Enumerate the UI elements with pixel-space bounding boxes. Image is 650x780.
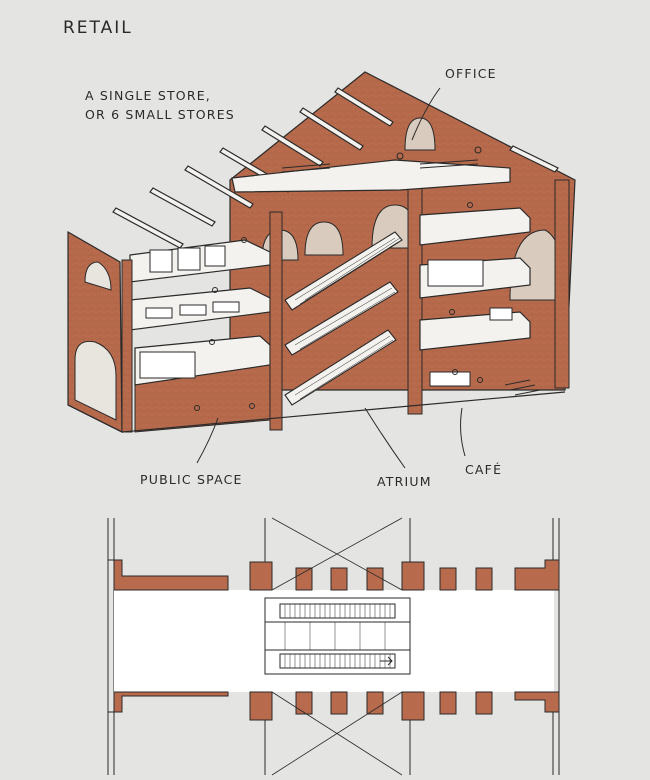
roof-beam-7 <box>334 87 394 127</box>
plan-bottom-wall-left <box>108 691 229 713</box>
roof-beam-3 <box>184 165 254 209</box>
plan-escalator-mid-divisions <box>284 622 386 650</box>
office-table-1 <box>281 163 331 173</box>
roof-beam-1 <box>112 207 184 249</box>
page-title: RETAIL <box>63 18 133 38</box>
cafe-label: CAFÉ <box>465 462 503 477</box>
plan-top-wall-left <box>108 559 229 591</box>
plan-top-diagonal-2 <box>271 517 403 591</box>
atrium-leader <box>364 407 406 469</box>
escalator-steps-1 <box>294 237 401 305</box>
plan-bottom-pier-4 <box>366 691 384 715</box>
display-box-1 <box>149 249 173 273</box>
escalator-1 <box>284 231 403 311</box>
plan-bottom-pier-6 <box>439 691 457 715</box>
plan-escalator-arrow <box>380 656 393 666</box>
roof-beam-6 <box>299 107 364 151</box>
office-person-1 <box>396 152 404 160</box>
person-cafe-1 <box>452 369 458 375</box>
person-right-1 <box>467 202 473 208</box>
plan-bottom-pier-2 <box>295 691 313 715</box>
display-counter <box>139 351 196 379</box>
person-left-1 <box>241 237 247 243</box>
plan-escalator-bottom-run <box>279 653 396 669</box>
escalator-steps-2 <box>294 287 396 350</box>
plan-escalator-middle <box>264 621 411 651</box>
escalator-steps-3 <box>294 335 394 400</box>
left-wall-window <box>84 261 112 291</box>
public-space-label: PUBLIC SPACE <box>140 472 243 487</box>
plan-bottom-wall-right <box>514 691 560 713</box>
plan-top-pier-1 <box>249 561 273 591</box>
back-arch-2 <box>304 221 344 256</box>
office-leader <box>411 87 441 141</box>
display-table-3 <box>212 301 240 313</box>
right-pier-2 <box>554 179 570 389</box>
back-arch-4 <box>404 117 436 151</box>
display-box-3 <box>204 245 226 267</box>
person-left-3 <box>209 339 215 345</box>
plan-top-pier-6 <box>439 567 457 591</box>
single-store-note-line1: A SINGLE STORE, <box>85 88 211 103</box>
person-left-2 <box>212 287 218 293</box>
plan-top-pier-3 <box>330 567 348 591</box>
display-table-1 <box>145 307 173 319</box>
single-store-note-line2: OR 6 SMALL STORES <box>85 107 235 122</box>
person-ground-1 <box>194 405 200 411</box>
plan-bottom-pier-7 <box>475 691 493 715</box>
plan-escalator-top-run <box>279 603 396 619</box>
public-space-leader <box>196 417 219 464</box>
office-floor <box>231 159 511 193</box>
left-wall-door <box>74 340 117 421</box>
single-store-note: A SINGLE STORE, OR 6 SMALL STORES <box>85 86 235 124</box>
right-display-1 <box>427 259 484 287</box>
office-label: OFFICE <box>445 66 497 81</box>
escalator-3 <box>284 329 397 406</box>
plan-escalator-steps-top <box>284 604 391 618</box>
escalator-2 <box>284 281 399 356</box>
roof-beam-5 <box>261 125 324 167</box>
plan-top-pier-5 <box>401 561 425 591</box>
ground-line <box>67 391 566 433</box>
office-person-2 <box>474 146 482 154</box>
cafe-leader <box>460 407 466 457</box>
atrium-label: ATRIUM <box>377 474 432 489</box>
plan-top-pier-7 <box>475 567 493 591</box>
cafe-stairs <box>504 379 541 396</box>
axonometric-section-drawing <box>67 71 576 469</box>
display-table-2 <box>179 304 207 316</box>
cafe-counter <box>429 371 471 387</box>
left-ground-band <box>134 364 271 433</box>
roof-beam-2 <box>149 187 216 227</box>
right-display-2 <box>489 307 513 321</box>
office-table-2 <box>419 159 479 169</box>
person-right-2 <box>449 309 455 315</box>
plan-top-pier-4 <box>366 567 384 591</box>
right-floor-3 <box>419 207 531 246</box>
plan-top-wall-right <box>514 559 560 591</box>
plan-bottom-pier-3 <box>330 691 348 715</box>
roof-beam-8 <box>509 145 559 173</box>
plan-top-pier-2 <box>295 567 313 591</box>
person-ground-2 <box>249 403 255 409</box>
person-cafe-2 <box>477 377 483 383</box>
display-box-2 <box>177 247 201 271</box>
plan-bottom-diagonal-2 <box>271 691 403 776</box>
plan-bottom-pier-5 <box>401 691 425 721</box>
left-pier-2 <box>269 211 283 431</box>
plan-bottom-pier-1 <box>249 691 273 721</box>
